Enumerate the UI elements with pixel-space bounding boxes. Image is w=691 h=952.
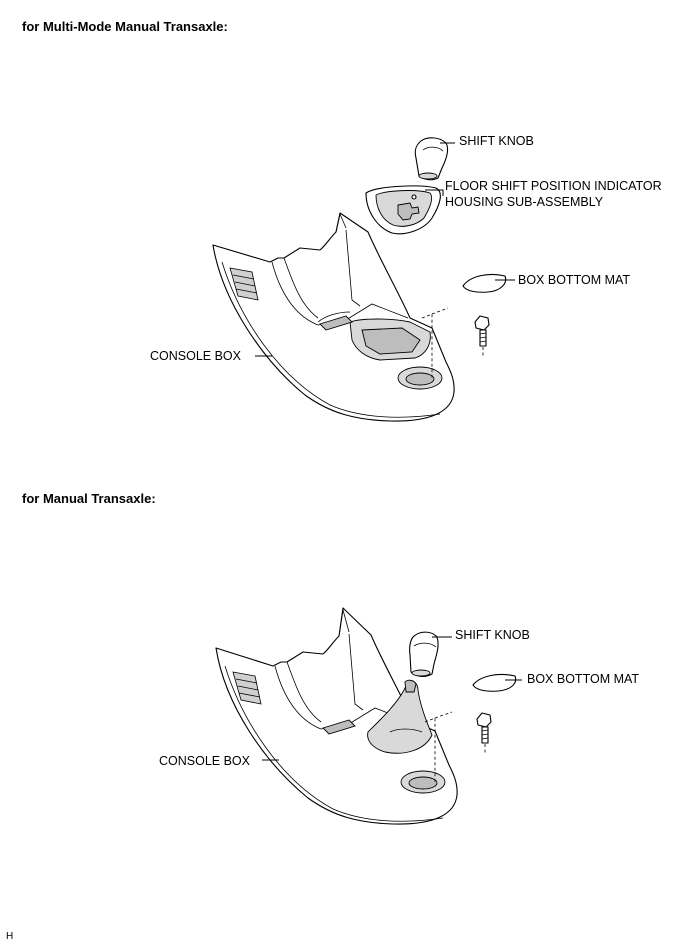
console-box-manual: [215, 607, 458, 825]
box-bottom-mat-manual: [472, 673, 517, 692]
label-shift-knob-bottom: SHIFT KNOB: [455, 628, 530, 642]
indicator-housing: [365, 185, 441, 235]
label-shift-knob-top: SHIFT KNOB: [459, 134, 534, 148]
section-heading-multi-mode: for Multi-Mode Manual Transaxle:: [22, 19, 228, 34]
label-console-box-bottom: CONSOLE BOX: [159, 754, 250, 768]
figure-reference: H: [6, 931, 14, 942]
screw-manual: [476, 712, 492, 753]
shift-knob-manual: [409, 631, 439, 677]
leader-indicator: [425, 189, 444, 196]
shift-knob-multi-mode: [414, 137, 449, 181]
label-box-bottom-mat-top: BOX BOTTOM MAT: [518, 273, 631, 287]
label-indicator-line1: FLOOR SHIFT POSITION INDICATOR: [445, 179, 662, 193]
screw-multi-mode: [474, 315, 490, 356]
label-indicator-line2: HOUSING SUB-ASSEMBLY: [445, 195, 604, 209]
console-box-multi-mode: [212, 212, 455, 422]
label-console-box-top: CONSOLE BOX: [150, 349, 241, 363]
box-bottom-mat-multi-mode: [462, 273, 507, 293]
section-heading-manual: for Manual Transaxle:: [22, 491, 156, 506]
label-box-bottom-mat-bottom: BOX BOTTOM MAT: [527, 672, 640, 686]
